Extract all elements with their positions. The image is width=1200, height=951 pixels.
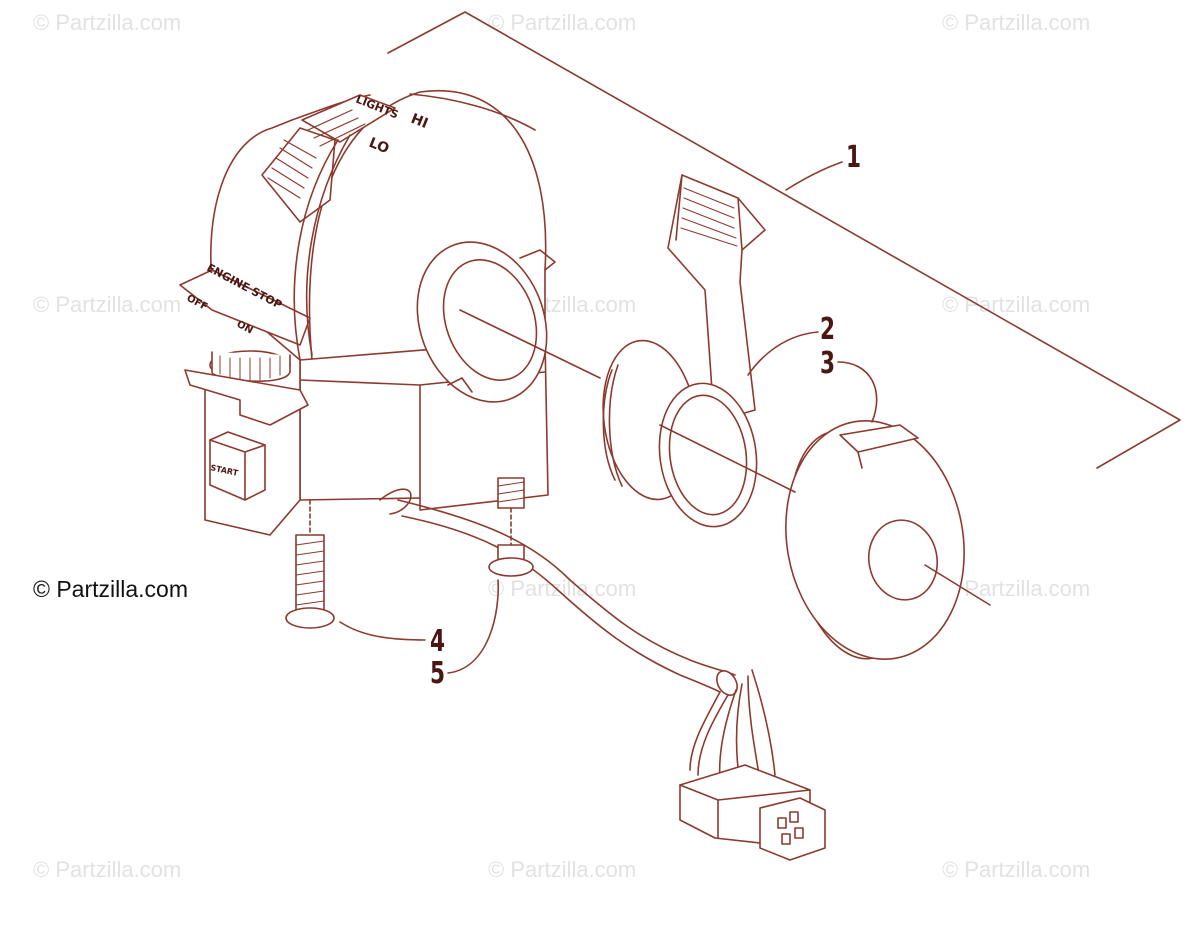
axis-line (459, 309, 991, 606)
watermark: © Partzilla.com (33, 857, 182, 882)
screw (488, 477, 534, 577)
watermark: © Partzilla.com (942, 857, 1091, 882)
watermark: © Partzilla.com (488, 857, 637, 882)
throttle-cover (785, 420, 965, 660)
switch-housing (179, 89, 556, 536)
watermark: © Partzilla.com (942, 10, 1091, 35)
watermark: © Partzilla.com (33, 292, 182, 317)
watermark: © Partzilla.com (942, 292, 1091, 317)
watermark: © Partzilla.com (942, 576, 1091, 601)
leader-line (339, 331, 878, 674)
watermark: © Partzilla.com (33, 10, 182, 35)
assembly-bracket (387, 11, 1181, 469)
callout-5: 5 (430, 656, 446, 691)
callout-2: 2 (820, 312, 836, 347)
wiring-harness (397, 499, 776, 784)
watermark: © Partzilla.com (488, 10, 637, 35)
callout-3: 3 (820, 346, 836, 381)
lo-label: LO (367, 135, 392, 157)
hi-label: HI (409, 111, 431, 132)
copyright-text: © Partzilla.com (33, 576, 188, 602)
screw (285, 499, 335, 629)
watermark: © Partzilla.com (488, 576, 637, 601)
throttle-lever (602, 174, 766, 528)
callout-4: 4 (430, 624, 446, 659)
callout-1: 1 (846, 140, 862, 175)
connector (679, 764, 826, 861)
